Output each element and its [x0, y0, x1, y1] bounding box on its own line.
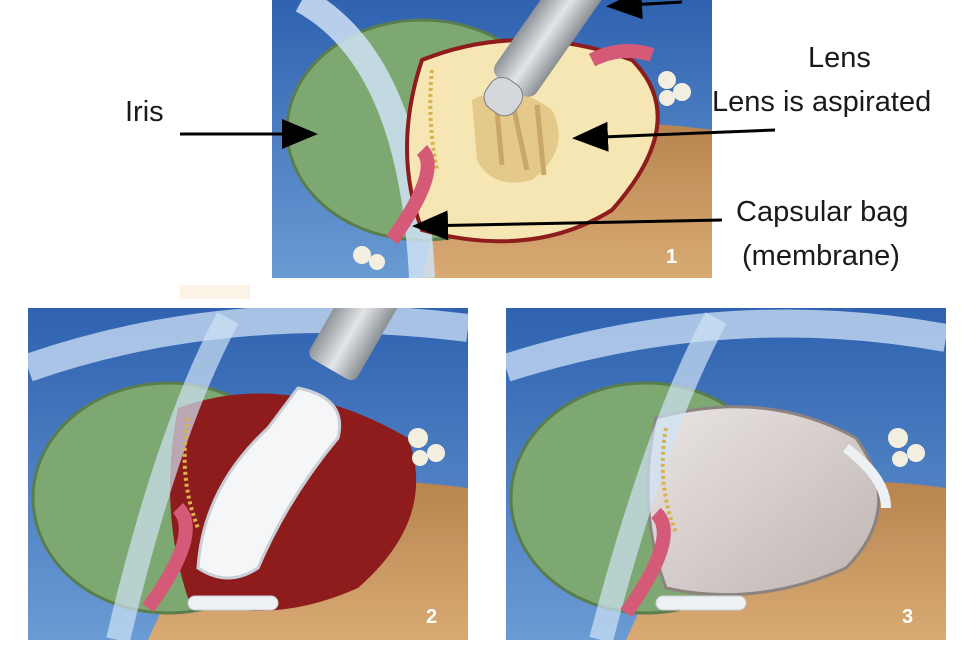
label-capsular-bag-membrane: (membrane) — [742, 240, 900, 272]
implanted-iol — [646, 405, 881, 597]
panel-2-illustration — [28, 308, 468, 640]
folded-iol — [196, 386, 342, 580]
panel-1: 1 — [272, 0, 712, 278]
label-lens: Lens — [808, 42, 871, 74]
panel-number-2: 2 — [426, 606, 438, 628]
panel-3-illustration — [506, 308, 946, 640]
faint-mark — [180, 285, 250, 299]
label-iris: Iris — [125, 96, 164, 128]
label-lens-aspirated: Lens is aspirated — [712, 86, 932, 118]
panel-number-1: 1 — [666, 246, 678, 268]
panel-3: 3 — [506, 308, 946, 640]
phaco-probe — [483, 0, 614, 117]
iol-haptic — [842, 444, 891, 509]
panel-2: 2 — [28, 308, 468, 640]
panel-1-illustration — [272, 0, 712, 278]
panel-number-3: 3 — [902, 606, 914, 628]
ciliary-tissue — [386, 145, 435, 245]
iol-injector — [309, 308, 412, 381]
label-capsular-bag: Capsular bag — [736, 196, 909, 228]
